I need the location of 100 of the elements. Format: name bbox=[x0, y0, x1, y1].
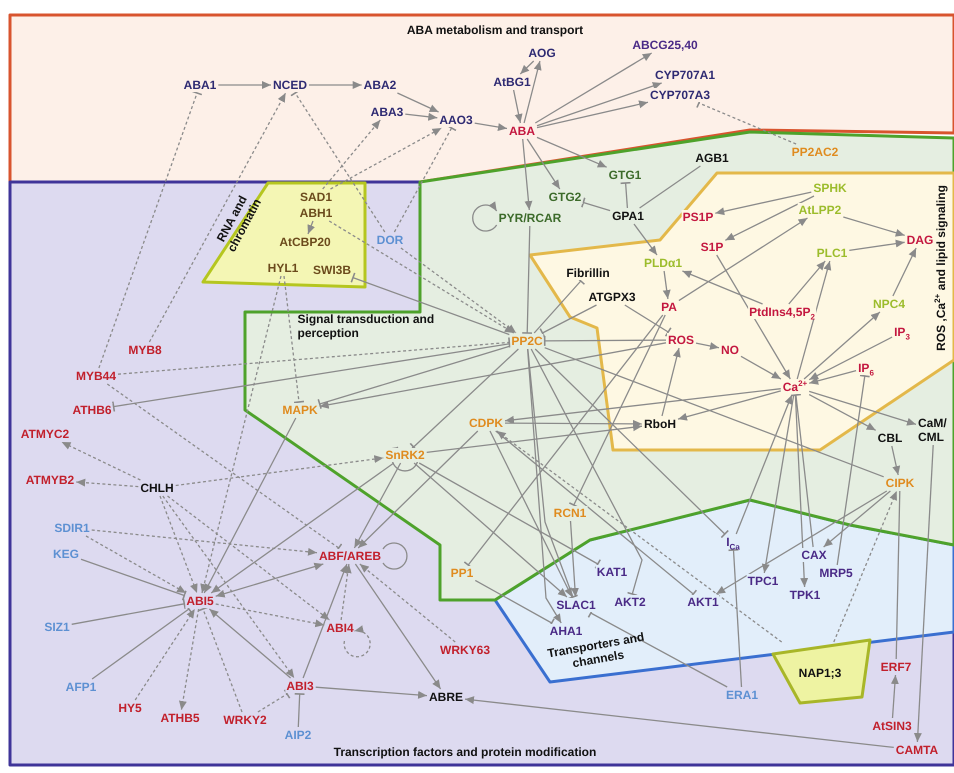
inhibition-line bbox=[568, 314, 666, 508]
inhibition-line bbox=[521, 226, 533, 334]
molecule-label: PtdIns4,5P$_{2}$ bbox=[748, 305, 816, 319]
molecule-label: MYB8 bbox=[127, 343, 163, 357]
arrow bbox=[823, 490, 891, 548]
molecule-label: MYB44 bbox=[75, 369, 117, 383]
arrow bbox=[307, 220, 315, 234]
arrow bbox=[715, 191, 812, 216]
molecule-label: ABCG25,40 bbox=[631, 38, 699, 52]
arrow bbox=[208, 608, 292, 678]
inhibition-line bbox=[463, 314, 664, 569]
molecule-label: NAP1;3 bbox=[798, 666, 842, 680]
arrow bbox=[218, 81, 271, 89]
arrow bbox=[426, 423, 642, 454]
molecule-label: PLDα1 bbox=[642, 256, 684, 270]
arrow bbox=[397, 92, 439, 113]
arrow bbox=[167, 495, 330, 621]
molecule-label: SLAC1 bbox=[555, 598, 597, 612]
molecule-label: AKT1 bbox=[686, 595, 720, 609]
arrow bbox=[914, 444, 934, 742]
arrow bbox=[134, 608, 196, 700]
molecule-label: KAT1 bbox=[596, 565, 628, 579]
arrow bbox=[788, 260, 826, 304]
region-panel bbox=[10, 15, 954, 182]
molecule-label: ATHB6 bbox=[71, 403, 113, 417]
molecule-label: SIZ1 bbox=[43, 620, 71, 634]
arrow bbox=[76, 478, 138, 488]
arrow bbox=[808, 394, 876, 431]
arrow bbox=[526, 138, 560, 190]
inhibition-line bbox=[72, 598, 186, 625]
arrow bbox=[794, 394, 808, 588]
molecule-label: ERA1 bbox=[725, 688, 759, 702]
molecule-label: PYR/RCAR bbox=[498, 211, 562, 225]
molecule-label: CYP707A3 bbox=[648, 88, 712, 102]
inhibition-line bbox=[624, 304, 672, 338]
inhibition-line bbox=[530, 348, 643, 596]
inhibition-line bbox=[198, 606, 243, 712]
inhibition-line bbox=[790, 394, 814, 548]
molecule-label: Fibrillin bbox=[565, 266, 611, 280]
molecule-label: AtCBP20 bbox=[278, 235, 332, 249]
arrow bbox=[354, 564, 442, 690]
arrow bbox=[405, 112, 438, 121]
arrow bbox=[678, 390, 781, 421]
inhibition-line bbox=[80, 558, 187, 602]
arrow bbox=[204, 418, 296, 594]
molecule-label: TPK1 bbox=[788, 588, 822, 602]
region-heading: ABA metabolism and transport bbox=[406, 23, 584, 37]
arrow bbox=[359, 564, 456, 642]
molecule-label: PA bbox=[660, 300, 678, 314]
molecule-label: AFP1 bbox=[64, 680, 98, 694]
arrow bbox=[843, 216, 905, 237]
molecule-label: GPA1 bbox=[611, 209, 645, 223]
inhibition-line bbox=[394, 124, 457, 232]
molecule-label: ATMYC2 bbox=[20, 427, 70, 441]
arrow bbox=[512, 90, 522, 124]
arrow bbox=[682, 270, 763, 305]
molecule-label: CAMTA bbox=[894, 743, 940, 757]
arrow bbox=[414, 462, 568, 598]
inhibition-line bbox=[283, 276, 305, 404]
molecule-label: TPC1 bbox=[746, 574, 780, 588]
molecule-label: AtBG1 bbox=[492, 75, 532, 89]
arrow bbox=[696, 342, 720, 350]
arrow bbox=[496, 430, 782, 643]
arrow bbox=[891, 446, 900, 476]
arrow bbox=[536, 136, 607, 168]
complex-panel bbox=[773, 640, 870, 703]
molecule-label: NPC4 bbox=[872, 297, 906, 311]
arrow bbox=[570, 520, 579, 598]
arrow bbox=[890, 674, 899, 718]
arrow bbox=[216, 562, 324, 598]
arrow bbox=[809, 370, 856, 385]
arrow bbox=[178, 608, 200, 710]
connector-line bbox=[639, 165, 701, 209]
arrow bbox=[472, 201, 498, 232]
arrow bbox=[210, 462, 394, 594]
arrow bbox=[316, 686, 428, 699]
molecule-label: SDIR1 bbox=[53, 521, 91, 535]
arrow bbox=[716, 490, 888, 595]
arrow bbox=[505, 420, 642, 428]
molecule-label: IP$_{3}$ bbox=[893, 325, 911, 339]
inhibition-line bbox=[539, 304, 597, 338]
arrow bbox=[809, 390, 916, 426]
molecule-label: ABI5 bbox=[185, 594, 215, 608]
connector-line bbox=[382, 542, 408, 570]
inhibition-line bbox=[836, 374, 871, 566]
molecule-label: Ca$^{2+}$ bbox=[782, 380, 808, 394]
molecule-label: ROS bbox=[667, 333, 695, 347]
molecule-label: PS1P bbox=[682, 210, 714, 224]
arrow bbox=[804, 312, 880, 380]
molecule-label: AtLPP2 bbox=[798, 203, 842, 217]
arrow bbox=[661, 348, 681, 416]
arrow bbox=[808, 336, 892, 380]
inhibition-line bbox=[534, 348, 730, 538]
molecule-label: AKT2 bbox=[613, 595, 647, 609]
molecule-label: IP$_{6}$ bbox=[857, 361, 875, 375]
inhibition-line bbox=[350, 272, 510, 336]
arrow bbox=[833, 490, 898, 642]
arrow bbox=[92, 529, 318, 556]
arrow bbox=[523, 60, 542, 124]
molecule-label: AGB1 bbox=[694, 151, 730, 165]
